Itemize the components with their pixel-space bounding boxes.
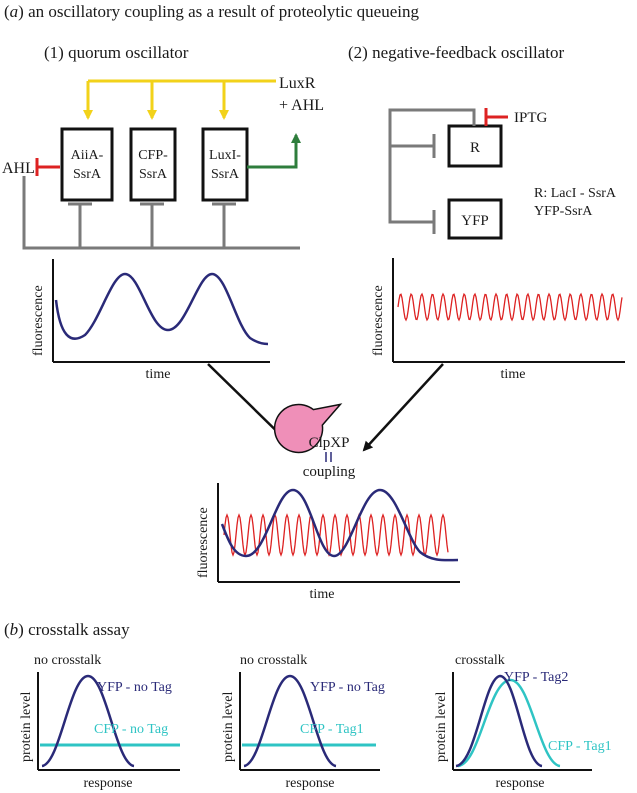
nf-plot-xlabel: time bbox=[501, 367, 526, 382]
panel-3-yfp-label: YFP - Tag2 bbox=[504, 670, 568, 685]
panel-1-ylabel: protein level bbox=[19, 692, 34, 762]
coupling-equals-bars bbox=[325, 452, 332, 462]
input-ahl-label: + AHL bbox=[279, 97, 324, 114]
negative-feedback-oscillation-curve bbox=[397, 292, 623, 322]
crosstalk-panel-1: no crosstalk YFP - no Tag CFP - no Tag p… bbox=[19, 653, 180, 791]
coupled-plot: fluorescence time bbox=[196, 483, 460, 602]
iptg-label: IPTG bbox=[514, 110, 548, 126]
gene-cfp-line1: CFP- bbox=[138, 148, 168, 163]
panel-2-xlabel: response bbox=[286, 776, 335, 791]
gene-box-cfp bbox=[129, 127, 177, 202]
ahl-left-label: AHL bbox=[2, 160, 35, 177]
quorum-plot: fluorescence time bbox=[31, 259, 270, 382]
panel-2-cfp-label: CFP - Tag1 bbox=[300, 722, 364, 737]
panel-3-title: crosstalk bbox=[455, 653, 505, 668]
nf-plot-ylabel: fluorescence bbox=[371, 285, 386, 356]
gene-luxi-line1: LuxI- bbox=[209, 148, 241, 163]
negative-feedback-plot: fluorescence time bbox=[371, 258, 625, 382]
coupling-label: coupling bbox=[303, 464, 356, 480]
section-b-title: (b) crosstalk assay bbox=[4, 620, 130, 639]
panel-3-cfp-curve bbox=[457, 678, 561, 768]
panel-2-yfp-label: YFP - no Tag bbox=[310, 680, 385, 695]
panel-2-title: no crosstalk bbox=[240, 653, 307, 668]
panel-1-xlabel: response bbox=[84, 776, 133, 791]
quorum-oscillation-curve bbox=[54, 272, 269, 346]
crosstalk-panel-2: no crosstalk YFP - no Tag CFP - Tag1 pro… bbox=[221, 653, 385, 791]
legend-r-laci: R: LacI - SsrA bbox=[534, 186, 617, 201]
panel-2-ylabel: protein level bbox=[221, 692, 236, 762]
panel-1-title: no crosstalk bbox=[34, 653, 101, 668]
coupled-slow-oscillation-curve bbox=[220, 488, 459, 562]
gene-box-luxi bbox=[201, 127, 249, 202]
coupled-plot-ylabel: fluorescence bbox=[196, 507, 211, 578]
input-luxr-label: LuxR bbox=[279, 75, 316, 92]
coupled-fast-oscillation-curve bbox=[223, 513, 449, 557]
panel-3-ylabel: protein level bbox=[434, 692, 449, 762]
negative-feedback-title: (2) negative-feedback oscillator bbox=[348, 43, 565, 62]
luxi-output-arrow bbox=[247, 133, 301, 169]
clpxp-pacman-icon bbox=[273, 403, 343, 454]
panel-2-yfp-curve bbox=[243, 674, 337, 768]
gene-luxi-line2: SsrA bbox=[211, 167, 240, 182]
quorum-plot-ylabel: fluorescence bbox=[31, 285, 46, 356]
clpxp-label: ClpXP bbox=[309, 435, 350, 451]
gene-r-label: R bbox=[470, 140, 480, 156]
gene-cfp-line2: SsrA bbox=[139, 167, 168, 182]
legend-yfp-ssra: YFP-SsrA bbox=[534, 204, 593, 219]
panel-1-cfp-label: CFP - no Tag bbox=[94, 722, 168, 737]
gene-aiia-line2: SsrA bbox=[73, 167, 102, 182]
quorum-feedback-lines bbox=[22, 176, 300, 250]
section-a-title: (a) an oscillatory coupling as a result … bbox=[4, 2, 419, 21]
nf-to-coupling-arrow bbox=[362, 363, 444, 452]
gene-box-aiia bbox=[60, 127, 114, 202]
quorum-oscillator-title: (1) quorum oscillator bbox=[44, 43, 189, 62]
panel-1-yfp-label: YFP - no Tag bbox=[97, 680, 172, 695]
quorum-plot-xlabel: time bbox=[146, 367, 171, 382]
coupled-plot-xlabel: time bbox=[310, 587, 335, 602]
gene-yfp-label: YFP bbox=[461, 213, 489, 229]
panel-1-yfp-curve bbox=[41, 674, 135, 768]
negative-feedback-lines bbox=[388, 108, 476, 234]
panel-3-cfp-label: CFP - Tag1 bbox=[548, 739, 612, 754]
panel-3-xlabel: response bbox=[496, 776, 545, 791]
panel-3-yfp-curve bbox=[455, 674, 543, 768]
crosstalk-panel-3: crosstalk YFP - Tag2 CFP - Tag1 protein … bbox=[434, 653, 612, 791]
iptg-repression-bar bbox=[484, 108, 508, 126]
gene-aiia-line1: AiiA- bbox=[71, 148, 104, 163]
ahl-repression-bar bbox=[35, 158, 60, 176]
gene-box-yfp bbox=[447, 198, 503, 240]
luxr-ahl-activation-lines bbox=[83, 79, 276, 120]
